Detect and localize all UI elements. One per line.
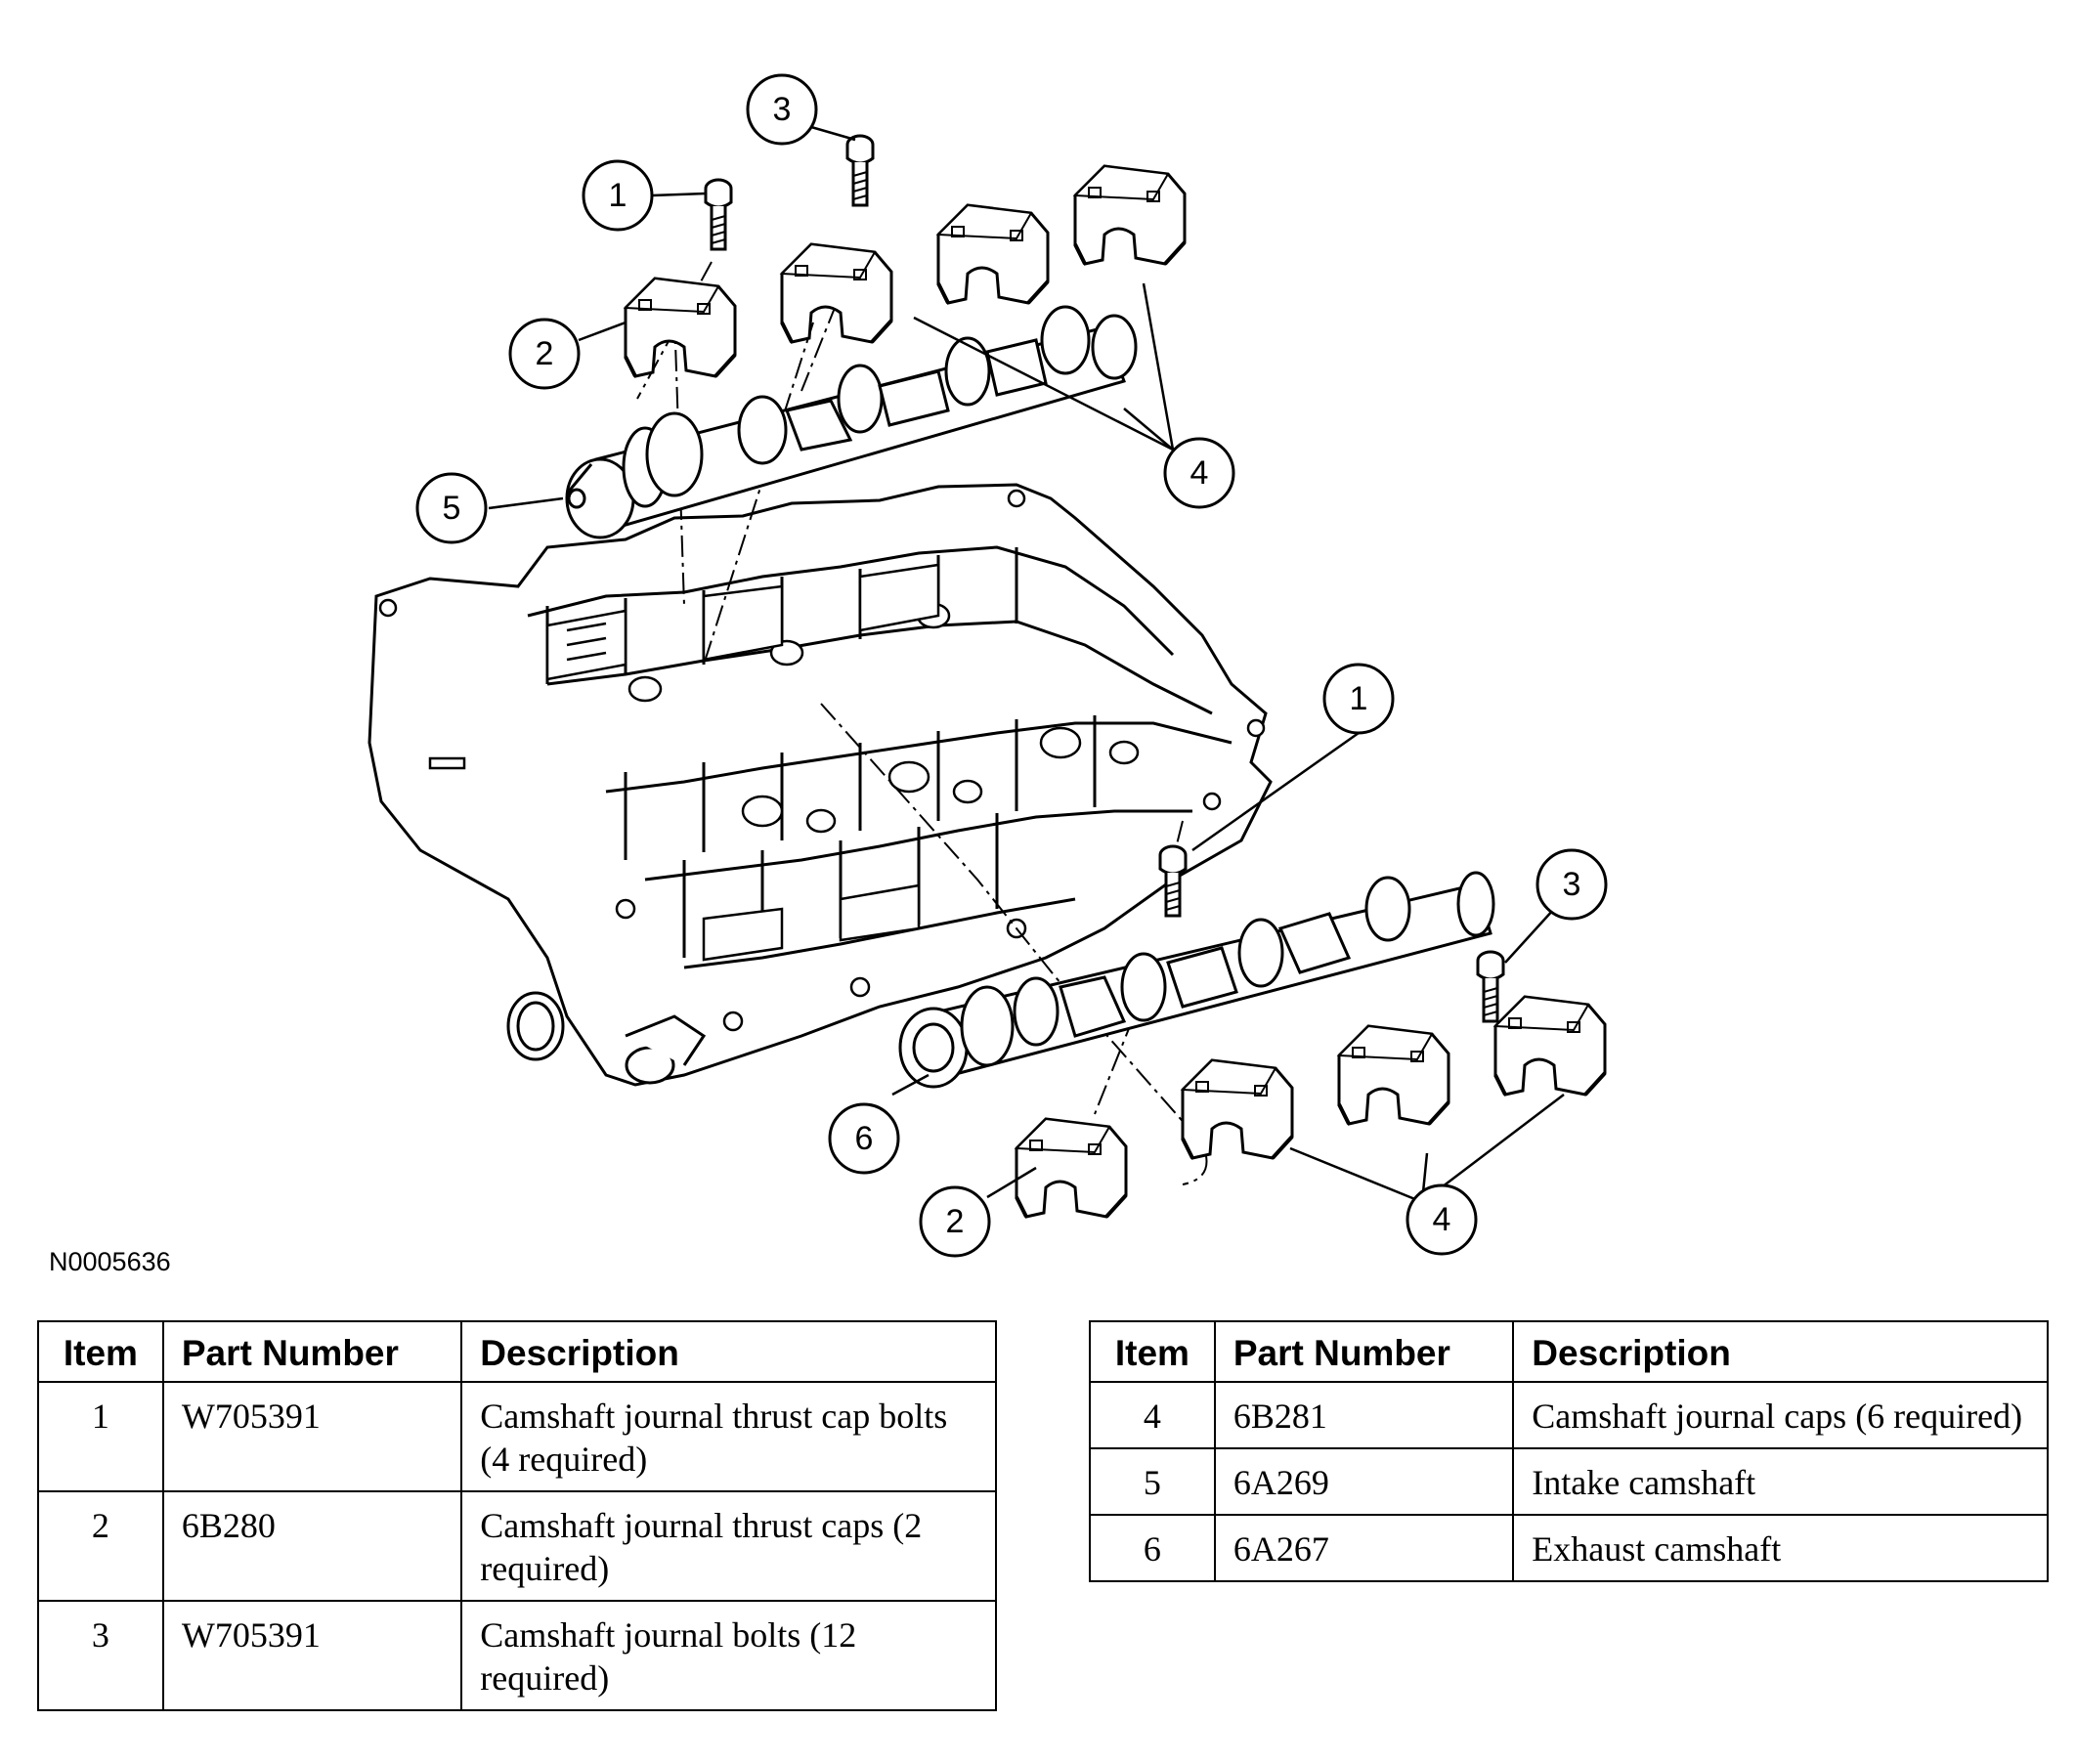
header-part-number: Part Number bbox=[161, 1320, 463, 1383]
callout-4-top: 4 bbox=[1163, 437, 1235, 509]
cell-description: Intake camshaft bbox=[1512, 1447, 2049, 1516]
svg-text:2: 2 bbox=[946, 1203, 965, 1240]
leader-lines bbox=[488, 125, 1565, 1204]
exhaust-camshaft bbox=[898, 871, 1495, 1089]
cell-item: 4 bbox=[1089, 1381, 1216, 1449]
svg-text:3: 3 bbox=[773, 91, 792, 128]
svg-text:6: 6 bbox=[855, 1120, 874, 1157]
cell-part-number: 6B280 bbox=[161, 1490, 463, 1602]
cell-item: 2 bbox=[37, 1490, 164, 1602]
table-row: 4 6B281 Camshaft journal caps (6 require… bbox=[1089, 1381, 2049, 1449]
cell-item: 6 bbox=[1089, 1514, 1216, 1582]
svg-text:4: 4 bbox=[1190, 454, 1209, 492]
cell-item: 1 bbox=[37, 1381, 164, 1492]
callout-2-bottom: 2 bbox=[919, 1185, 991, 1258]
cell-part-number: 6B281 bbox=[1213, 1381, 1515, 1449]
svg-text:2: 2 bbox=[536, 335, 554, 372]
parts-table-right: Item Part Number Description 4 6B281 Cam… bbox=[1089, 1320, 2049, 1582]
header-part-number: Part Number bbox=[1213, 1320, 1515, 1383]
header-item: Item bbox=[37, 1320, 164, 1383]
table-header-row: Item Part Number Description bbox=[1089, 1320, 2049, 1383]
callout-4-bottom: 4 bbox=[1406, 1183, 1478, 1256]
cell-item: 3 bbox=[37, 1600, 164, 1711]
table-header-row: Item Part Number Description bbox=[37, 1320, 997, 1383]
svg-text:1: 1 bbox=[1350, 680, 1368, 717]
table-row: 2 6B280 Camshaft journal thrust caps (2 … bbox=[37, 1490, 997, 1602]
cell-description: Exhaust camshaft bbox=[1512, 1514, 2049, 1582]
callout-1-bottom: 1 bbox=[1322, 663, 1395, 735]
svg-text:4: 4 bbox=[1433, 1201, 1451, 1238]
cell-part-number: W705391 bbox=[161, 1381, 463, 1492]
table-row: 1 W705391 Camshaft journal thrust cap bo… bbox=[37, 1381, 997, 1492]
callout-6: 6 bbox=[828, 1102, 900, 1175]
callout-2-top: 2 bbox=[508, 318, 581, 390]
table-row: 6 6A267 Exhaust camshaft bbox=[1089, 1514, 2049, 1582]
cell-part-number: W705391 bbox=[161, 1600, 463, 1711]
cell-description: Camshaft journal thrust caps (2 required… bbox=[460, 1490, 997, 1602]
cell-description: Camshaft journal thrust cap bolts (4 req… bbox=[460, 1381, 997, 1492]
table-row: 5 6A269 Intake camshaft bbox=[1089, 1447, 2049, 1516]
svg-text:5: 5 bbox=[443, 490, 461, 527]
cell-description: Camshaft journal bolts (12 required) bbox=[460, 1600, 997, 1711]
table-row: 3 W705391 Camshaft journal bolts (12 req… bbox=[37, 1600, 997, 1711]
callout-5: 5 bbox=[415, 472, 488, 544]
svg-text:1: 1 bbox=[609, 177, 627, 214]
callout-1-top: 1 bbox=[582, 159, 654, 232]
svg-text:3: 3 bbox=[1563, 866, 1581, 903]
cell-description: Camshaft journal caps (6 required) bbox=[1512, 1381, 2049, 1449]
cell-part-number: 6A269 bbox=[1213, 1447, 1515, 1516]
callout-3-bottom: 3 bbox=[1535, 848, 1608, 921]
header-description: Description bbox=[1512, 1320, 2049, 1383]
figure-id: N0005636 bbox=[49, 1247, 171, 1276]
header-item: Item bbox=[1089, 1320, 1216, 1383]
parts-table-left: Item Part Number Description 1 W705391 C… bbox=[37, 1320, 997, 1711]
cell-item: 5 bbox=[1089, 1447, 1216, 1516]
cylinder-head-details bbox=[378, 489, 1266, 1032]
callout-3-top: 3 bbox=[746, 73, 818, 146]
cell-part-number: 6A267 bbox=[1213, 1514, 1515, 1582]
header-description: Description bbox=[460, 1320, 997, 1383]
intake-camshaft bbox=[565, 305, 1138, 539]
